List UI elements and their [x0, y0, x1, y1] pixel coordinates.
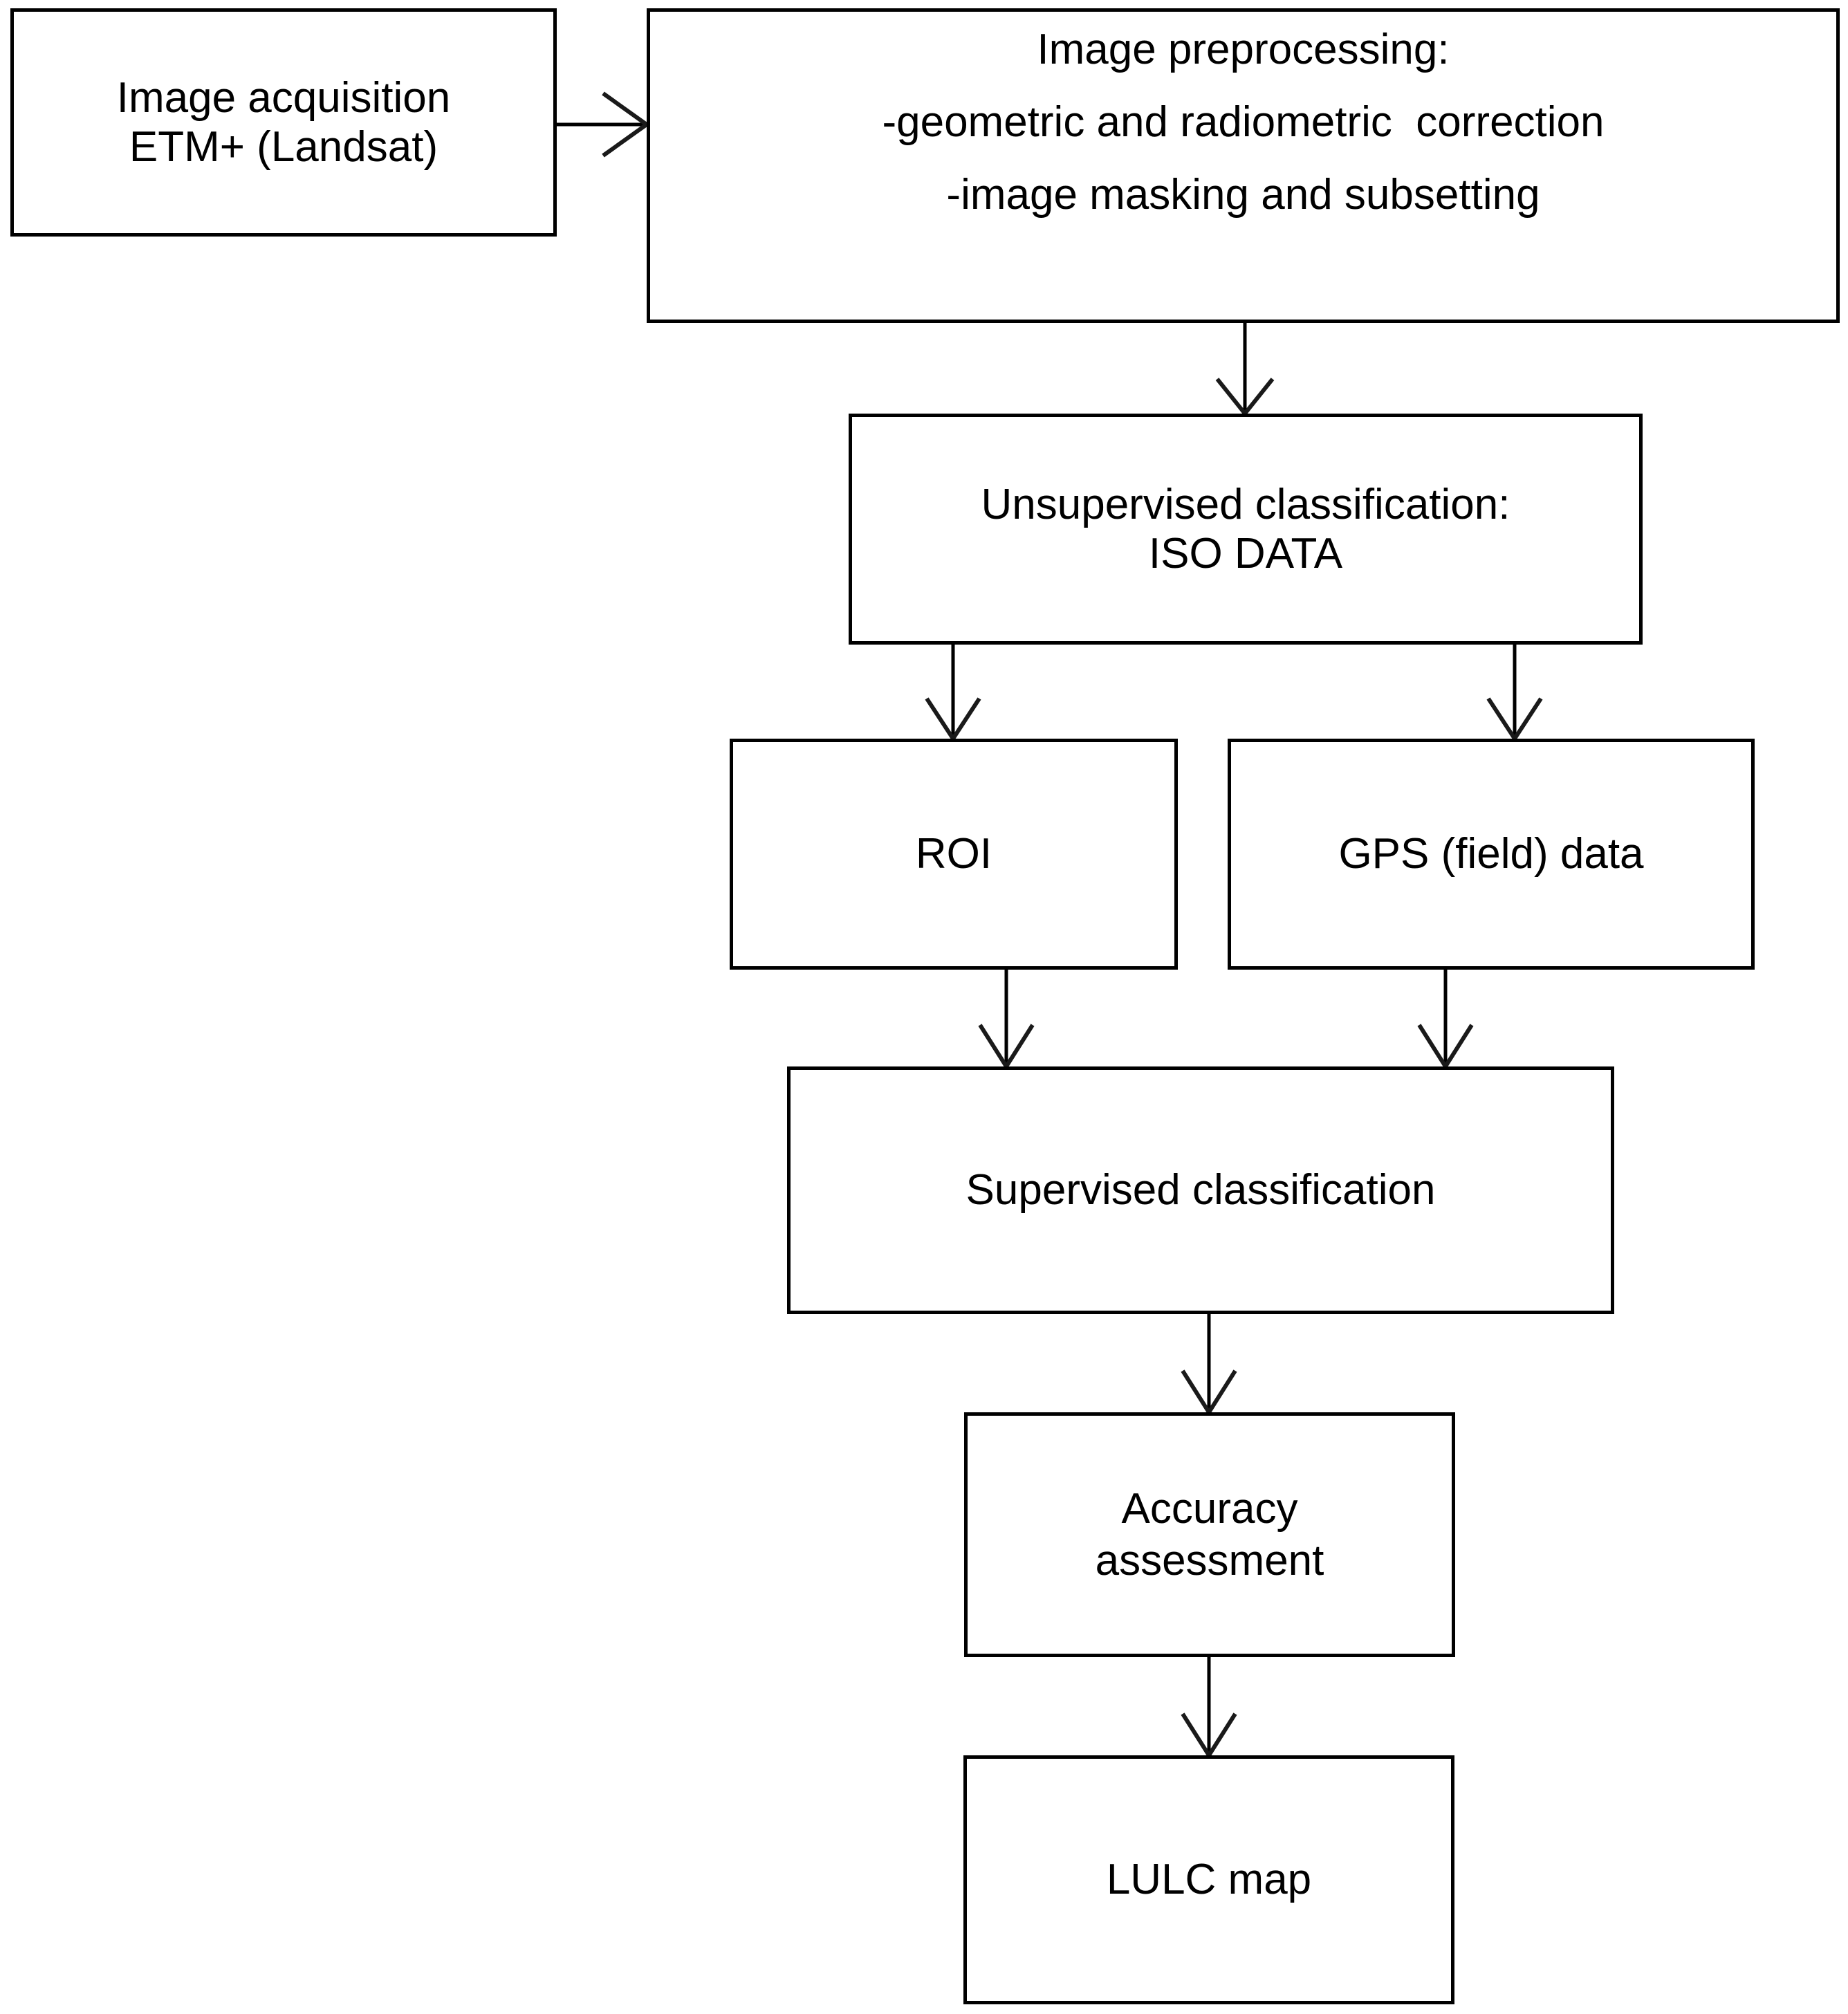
node-accuracy-assessment[interactable]: Accuracy assessment [964, 1412, 1455, 1657]
node-unsupervised-classification[interactable]: Unsupervised classification: ISO DATA [849, 414, 1643, 645]
node-image-acquisition-line-1: Image acquisition [116, 73, 451, 122]
node-gps-field-data-label: GPS (field) data [1338, 830, 1644, 878]
edge-roi-to-supervised [978, 970, 1035, 1071]
node-roi[interactable]: ROI [730, 739, 1178, 970]
node-supervised-classification-label: Supervised classification [965, 1166, 1436, 1214]
node-accuracy-assessment-line-2: assessment [1095, 1537, 1324, 1585]
edge-acquisition-to-preprocessing [557, 91, 651, 158]
edge-supervised-to-accuracy [1181, 1314, 1237, 1416]
edge-accuracy-to-lulc [1181, 1657, 1237, 1759]
edge-preprocessing-to-unsupervised [1215, 323, 1275, 417]
node-unsupervised-classification-line-1: Unsupervised classification: [981, 480, 1510, 528]
edge-unsupervised-to-roi [925, 645, 981, 743]
node-lulc-map[interactable]: LULC map [963, 1755, 1454, 2004]
node-roi-label: ROI [915, 830, 992, 878]
node-image-preprocessing-bullet-2: -image masking and subsetting [946, 171, 1540, 219]
node-supervised-classification[interactable]: Supervised classification [787, 1066, 1614, 1314]
node-image-preprocessing-heading: Image preprocessing: [1037, 26, 1450, 73]
edge-gps-to-supervised [1417, 970, 1474, 1071]
node-accuracy-assessment-line-1: Accuracy [1121, 1484, 1298, 1533]
node-unsupervised-classification-line-2: ISO DATA [1148, 530, 1343, 578]
node-image-acquisition-line-2: ETM+ (Landsat) [129, 123, 438, 171]
node-gps-field-data[interactable]: GPS (field) data [1228, 739, 1755, 970]
node-image-preprocessing[interactable]: Image preprocessing: -geometric and radi… [647, 8, 1840, 323]
node-lulc-map-label: LULC map [1106, 1856, 1312, 1904]
edge-unsupervised-to-gps [1486, 645, 1543, 743]
node-image-preprocessing-bullet-1: -geometric and radiometric correction [882, 98, 1605, 147]
node-image-acquisition[interactable]: Image acquisition ETM+ (Landsat) [10, 8, 557, 237]
